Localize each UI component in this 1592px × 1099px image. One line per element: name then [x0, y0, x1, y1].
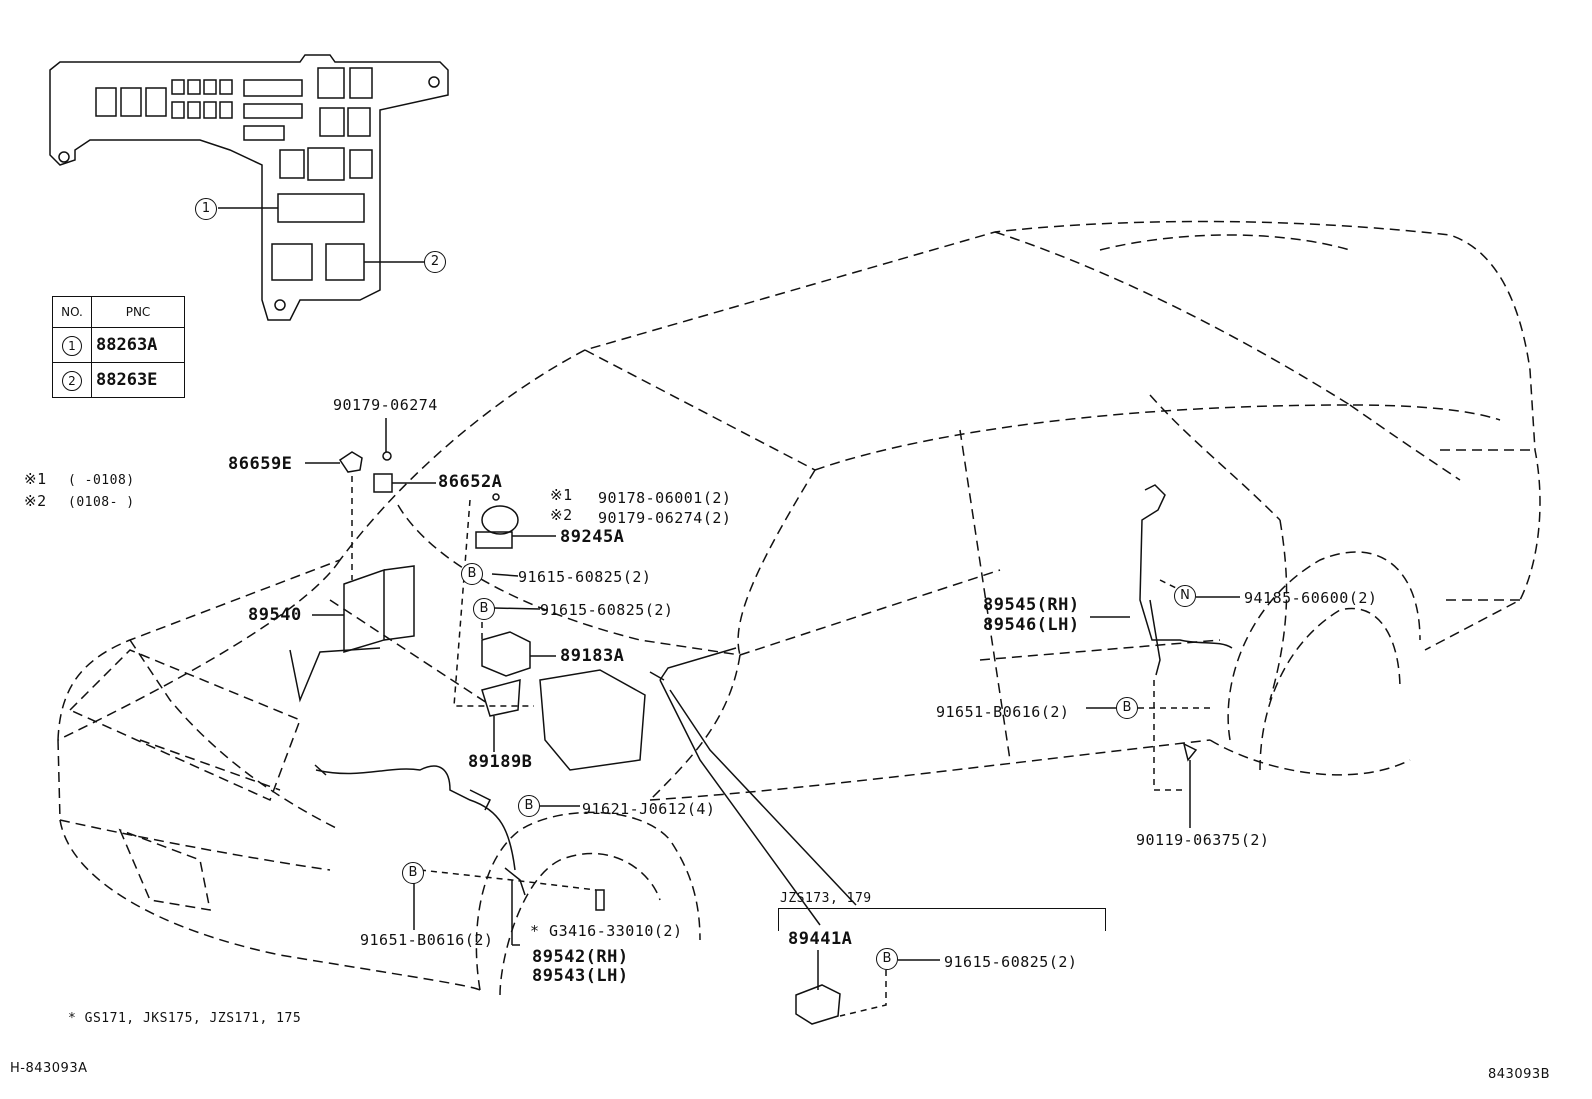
pnc-table-row: 2 88263E — [52, 362, 185, 398]
part-label-91615-60825-a: 91615-60825(2) — [518, 568, 652, 586]
header-no: NO. — [52, 296, 92, 328]
badge-n: N — [1174, 585, 1196, 607]
junction-block-drawing — [49, 54, 449, 321]
part-label-89183a: 89183A — [560, 646, 625, 666]
part-label-89546: 89546(LH) — [983, 615, 1080, 635]
pnc-table-row: 1 88263A — [52, 327, 185, 363]
part-label-91615-60825-c: 91615-60825(2) — [944, 953, 1078, 971]
mark-2: ※2 — [550, 506, 573, 524]
row-number: 1 — [62, 335, 82, 356]
badge-b: B — [876, 948, 898, 970]
mark-1: ※1 — [550, 486, 573, 504]
note-2-mark: ※2 — [24, 492, 47, 510]
callout-2: 2 — [424, 251, 446, 273]
note-1-range: ( -0108) — [68, 473, 135, 488]
part-label-g3416-33010: * G3416-33010(2) — [530, 922, 683, 940]
badge-b: B — [473, 598, 495, 620]
part-label-89545: 89545(RH) — [983, 595, 1080, 615]
variant-label-jzs173-179: JZS173, 179 — [780, 891, 872, 906]
reference-code-left: H-843093A — [10, 1061, 88, 1076]
part-label-91651-b0616-a: 91651-B0616(2) — [360, 931, 494, 949]
badge-b: B — [461, 563, 483, 585]
row-pnc: 88263E — [91, 362, 185, 398]
part-label-86659e: 86659E — [228, 454, 293, 474]
callout-1: 1 — [195, 198, 217, 220]
part-label-90179-06274-2: 90179-06274(2) — [598, 509, 732, 527]
part-label-89441a: 89441A — [788, 929, 853, 949]
badge-b: B — [402, 862, 424, 884]
part-label-89245a: 89245A — [560, 527, 625, 547]
part-label-89189b: 89189B — [468, 752, 533, 772]
row-pnc: 88263A — [91, 327, 185, 363]
pnc-table-header: NO. PNC — [52, 296, 185, 328]
part-label-89542: 89542(RH) — [532, 947, 629, 967]
reference-code-right: 843093B — [1488, 1067, 1551, 1082]
part-label-94185-60600: 94185-60600(2) — [1244, 589, 1378, 607]
part-label-91621-j0612: 91621-J0612(4) — [582, 800, 716, 818]
part-label-90179-06274: 90179-06274 — [333, 396, 438, 414]
vehicle-outline — [57, 220, 1541, 996]
part-label-91615-60825-b: 91615-60825(2) — [540, 601, 674, 619]
part-label-91651-b0616-b: 91651-B0616(2) — [936, 703, 1070, 721]
footnote: * GS171, JKS175, JZS171, 175 — [68, 1011, 302, 1026]
part-label-90178-06001: 90178-06001(2) — [598, 489, 732, 507]
part-label-89540: 89540 — [248, 605, 302, 625]
leader-lines — [305, 418, 1240, 990]
note-1-mark: ※1 — [24, 470, 47, 488]
note-2-range: (0108- ) — [68, 495, 135, 510]
pnc-table: NO. PNC 1 88263A 2 88263E — [52, 296, 185, 398]
part-label-86652a: 86652A — [438, 472, 503, 492]
badge-b: B — [1116, 697, 1138, 719]
row-number: 2 — [62, 370, 82, 391]
header-pnc: PNC — [91, 296, 185, 328]
part-label-90119-06375: 90119-06375(2) — [1136, 831, 1270, 849]
variant-bracket — [778, 908, 1106, 931]
badge-b: B — [518, 795, 540, 817]
part-label-89543: 89543(LH) — [532, 966, 629, 986]
